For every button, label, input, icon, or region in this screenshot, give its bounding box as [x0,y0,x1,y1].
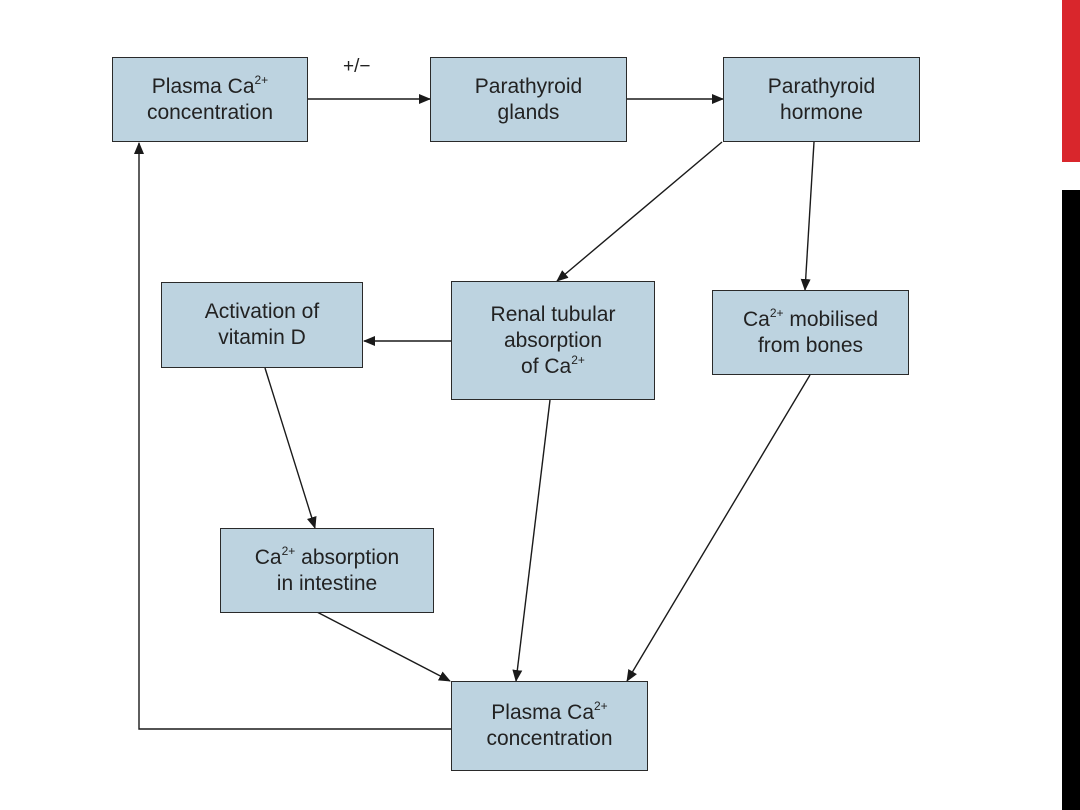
slide-accent-black-bar [1062,190,1080,810]
node-parathyroid-hormone: Parathyroid hormone [723,57,920,142]
feedback-sign-label: +/− [343,56,371,77]
slide-accent-red-bar [1062,0,1080,162]
node-ca-mobilised-bones: Ca2+ mobilised from bones [712,290,909,375]
arrow-renal-to-plasma [512,399,551,682]
arrow-bones-to-plasma [626,374,811,682]
arrow-hormone-to-renal [556,141,723,282]
node-parathyroid-glands: Parathyroid glands [430,57,627,142]
node-plasma-ca-top: Plasma Ca2+ concentration [112,57,308,142]
node-activation-vitamin-d: Activation of vitamin D [161,282,363,368]
arrow-vitd-to-intestine [264,367,317,529]
arrow-intestine-to-plasma [316,611,451,682]
arrow-hormone-to-bones [800,141,815,291]
node-ca-absorption-intestine: Ca2+ absorption in intestine [220,528,434,613]
node-renal-tubular-absorption: Renal tubular absorption of Ca2+ [451,281,655,400]
arrow-feedback-loop [134,142,451,730]
node-plasma-ca-bottom: Plasma Ca2+ concentration [451,681,648,771]
